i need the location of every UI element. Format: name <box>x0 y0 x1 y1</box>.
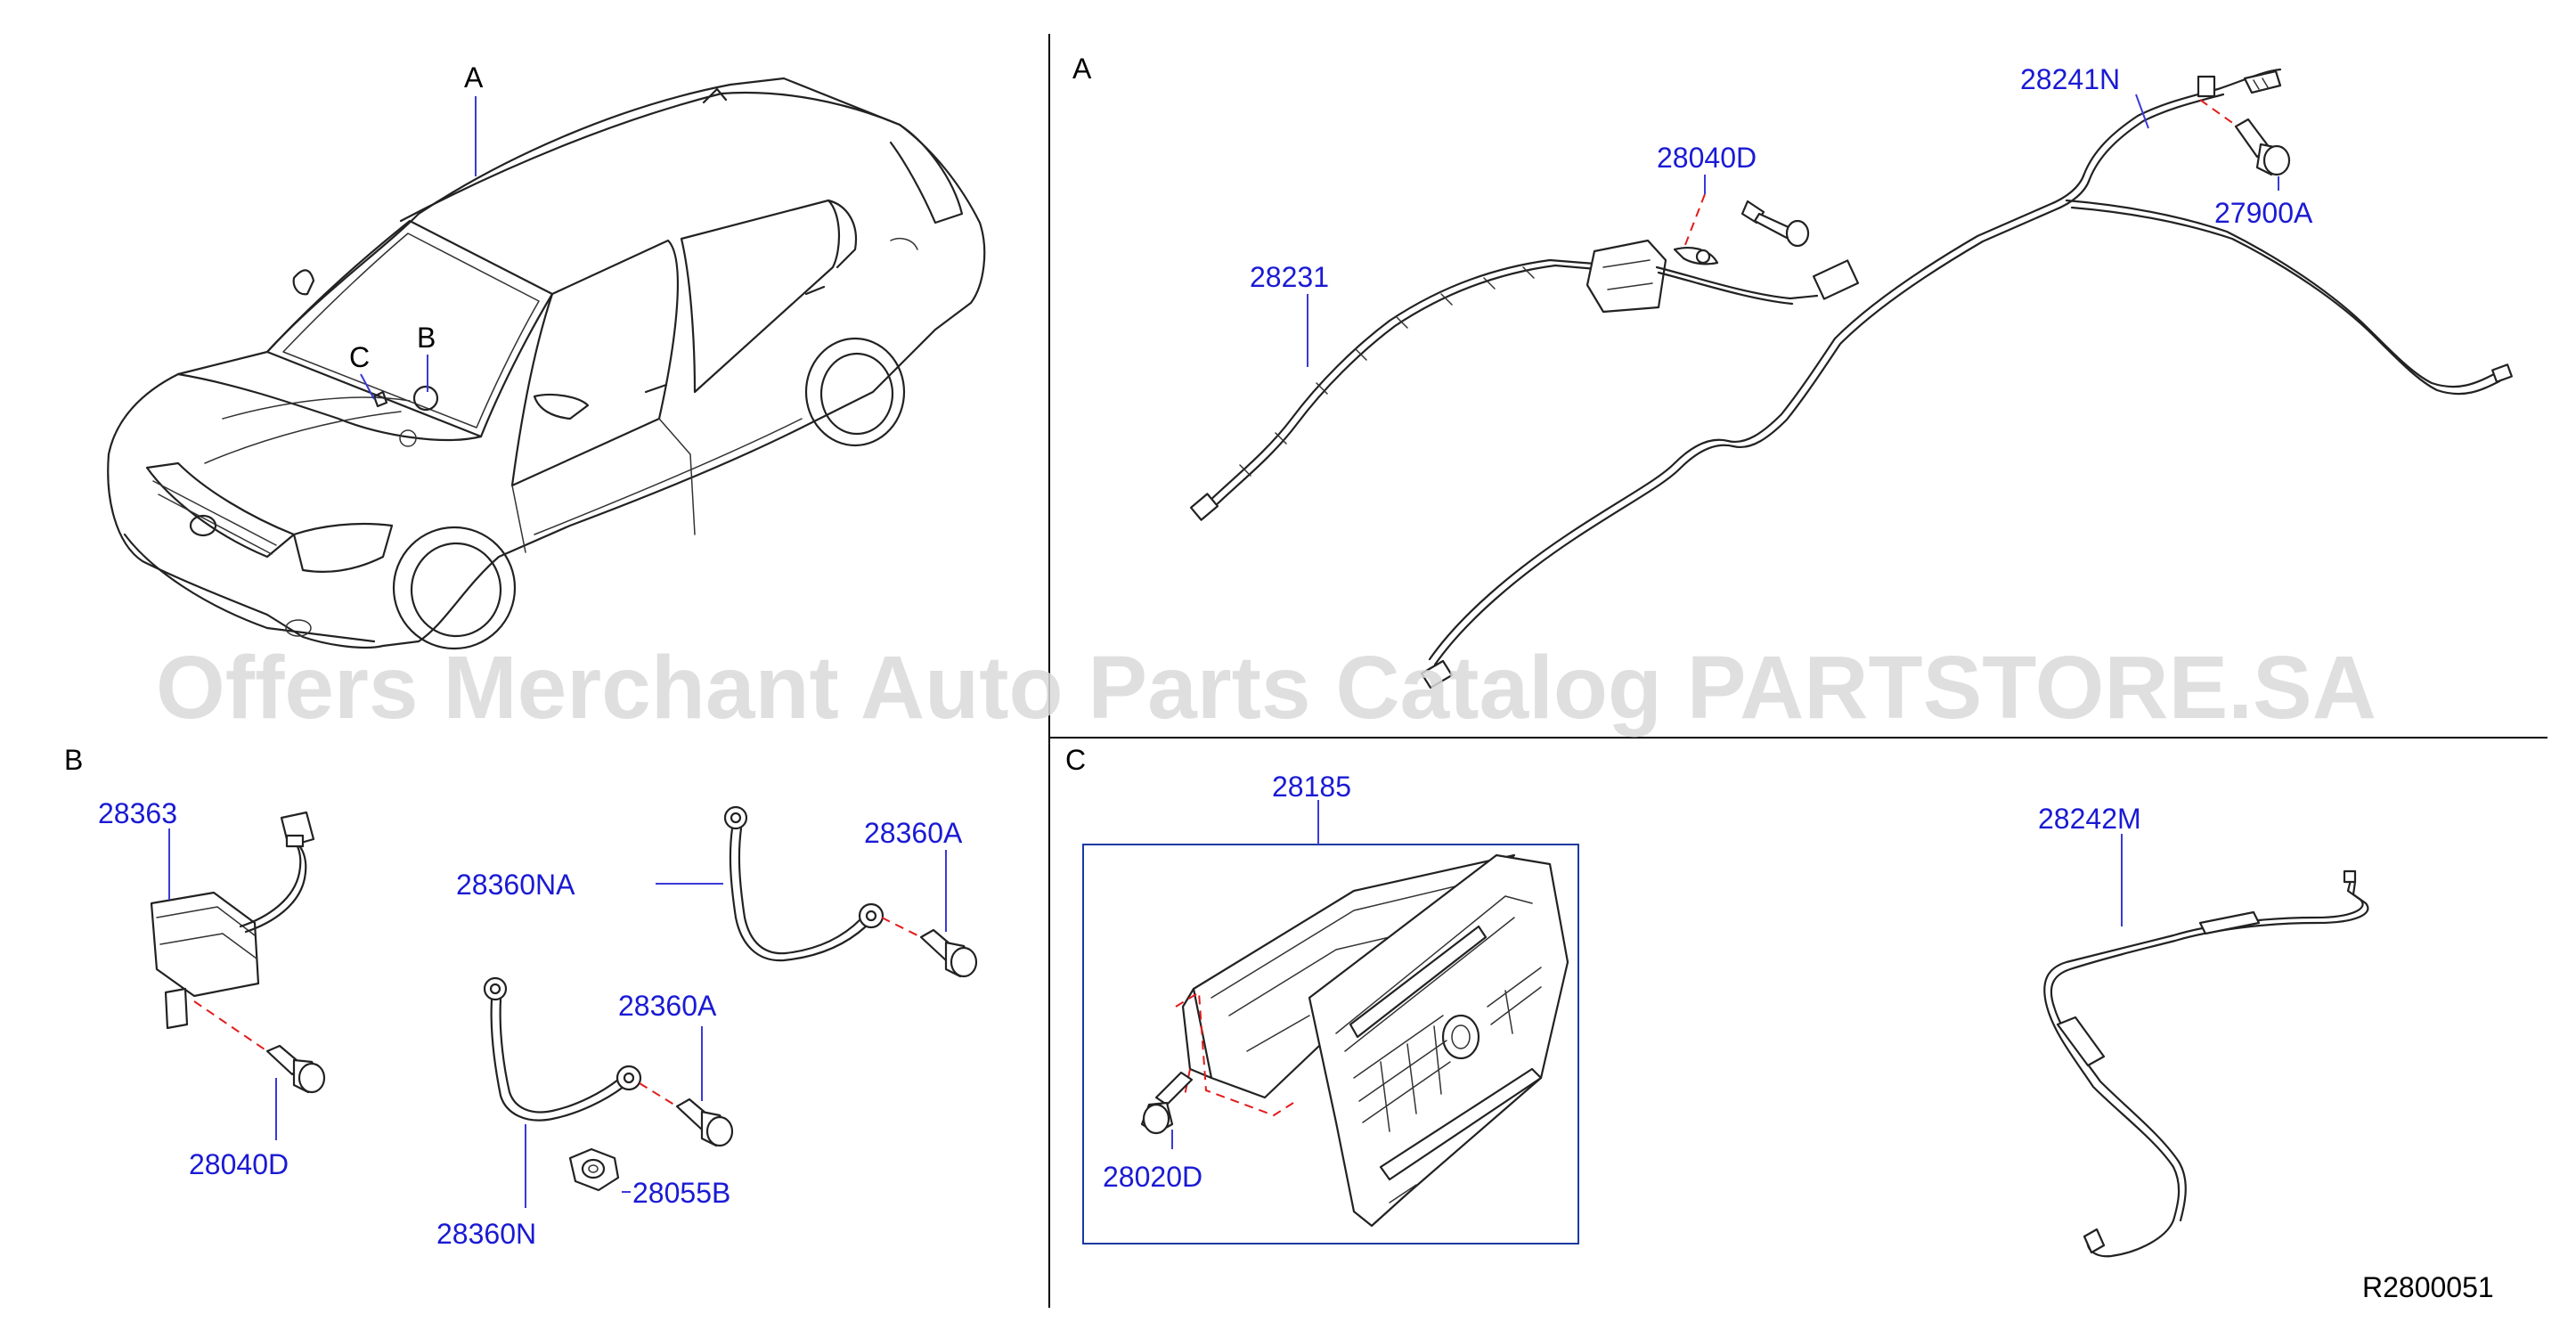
callout-c: C <box>349 341 370 373</box>
part-label-28020d: 28020D <box>1103 1161 1202 1193</box>
part-label-28360a-1: 28360A <box>864 817 963 849</box>
part-label-28360a-2: 28360A <box>618 990 717 1022</box>
bolt-28040d-a <box>1740 200 1810 248</box>
part-28363-module <box>150 811 315 1030</box>
guide-28040d-b <box>193 1000 268 1052</box>
guide-28360a-1 <box>881 917 922 938</box>
frame-28185 <box>1082 844 1579 1244</box>
part-label-28241n: 28241N <box>2020 63 2120 95</box>
part-label-28363: 28363 <box>98 797 177 829</box>
part-label-28185: 28185 <box>1272 771 1351 803</box>
part-label-28040d-a: 28040D <box>1657 142 1757 174</box>
callout-b: B <box>417 322 436 354</box>
watermark: Offers Merchant Auto Parts Catalog PARTS… <box>156 638 2376 738</box>
part-label-28055b: 28055B <box>632 1177 730 1209</box>
screw-28020d <box>1140 1071 1194 1135</box>
part-label-28360n: 28360N <box>436 1218 536 1250</box>
nut-28055b <box>568 1147 620 1192</box>
callout-line-c <box>360 373 375 400</box>
guide-28185 <box>1175 991 1294 1117</box>
reference-code: R2800051 <box>2362 1271 2494 1303</box>
part-28360n-strap <box>483 976 642 1122</box>
part-label-27900a: 27900A <box>2214 197 2313 229</box>
screw-27900a <box>2234 118 2291 176</box>
part-28241n-feeder <box>1420 68 2513 690</box>
part-28360na-strap <box>723 805 884 962</box>
leader-28241n <box>2135 94 2149 129</box>
part-label-28242m: 28242M <box>2038 803 2141 835</box>
bolt-28040d-b <box>265 1044 326 1094</box>
bolt-28360a-1 <box>919 928 978 978</box>
part-28185-radio <box>1181 853 1569 1228</box>
part-label-28040d-b: 28040D <box>189 1148 289 1180</box>
part-label-28360na: 28360NA <box>456 869 575 901</box>
part-label-28231: 28231 <box>1250 261 1329 293</box>
part-28242m-cable <box>2043 869 2369 1258</box>
part-28231-harness <box>1189 239 1860 521</box>
guide-28020d <box>1184 1068 1191 1097</box>
bolt-28360a-2 <box>675 1098 734 1147</box>
callout-a: A <box>464 61 484 94</box>
guide-28040d-a <box>1683 193 1706 250</box>
guide-28360a-2 <box>639 1082 678 1107</box>
guide-27900a <box>2199 99 2238 127</box>
section-b-letter: B <box>64 744 83 776</box>
section-c-letter: C <box>1065 744 1086 776</box>
section-a-letter: A <box>1072 53 1092 85</box>
car-illustration <box>107 77 986 650</box>
